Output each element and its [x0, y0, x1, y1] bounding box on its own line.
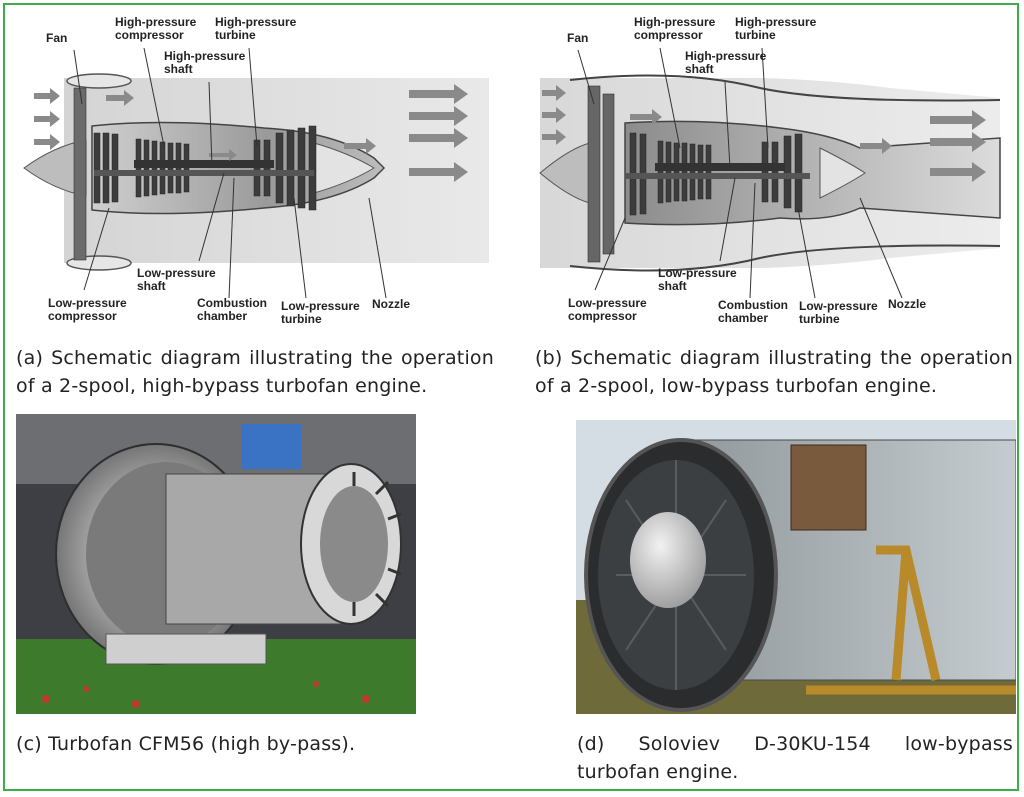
label-combustion-chamber: Combustion	[197, 296, 267, 310]
diagram-a-high-bypass: Fan High-pressure compressor High-pressu…	[14, 8, 504, 333]
caption-b: (b) Schematic diagram illustrating the o…	[535, 347, 1013, 397]
label-lp-shaft-2: shaft	[137, 279, 166, 293]
label-lp-turbine: Low-pressure	[799, 299, 878, 313]
label-hp-shaft: High-pressure	[164, 49, 246, 63]
label-hp-shaft: High-pressure	[685, 49, 767, 63]
lp-shaft	[625, 173, 810, 179]
label-lp-compressor: Low-pressure	[48, 296, 127, 310]
exhaust-cone	[313, 142, 375, 194]
label-hp-shaft-2: shaft	[164, 62, 193, 76]
label-combustion-chamber-2: chamber	[718, 311, 768, 325]
label-lp-turbine-2: turbine	[281, 312, 322, 326]
label-hp-turbine: High-pressure	[215, 15, 297, 29]
label-lp-compressor-2: compressor	[48, 309, 117, 323]
label-lp-shaft: Low-pressure	[658, 266, 737, 280]
hp-shaft	[655, 163, 785, 171]
fan-blades	[587, 85, 615, 263]
figure-frame	[3, 3, 1019, 791]
label-hp-compressor-2: compressor	[115, 28, 184, 42]
flow-arrows	[542, 85, 986, 182]
photo-d-d30ku	[576, 420, 1016, 714]
label-fan: Fan	[567, 31, 588, 45]
flow-arrows	[34, 84, 468, 182]
label-lp-turbine: Low-pressure	[281, 299, 360, 313]
diagram-b-low-bypass: Fan High-pressure compressor High-pressu…	[530, 8, 1010, 333]
label-lp-shaft: Low-pressure	[137, 266, 216, 280]
photo-c-cfm56	[16, 414, 416, 714]
label-combustion-chamber-2: chamber	[197, 309, 247, 323]
hp-shaft	[134, 160, 274, 168]
label-lp-compressor-2: compressor	[568, 309, 637, 323]
label-lp-turbine-2: turbine	[799, 312, 840, 326]
label-hp-turbine-2: turbine	[735, 28, 776, 42]
label-nozzle: Nozzle	[372, 297, 410, 311]
label-hp-shaft-2: shaft	[685, 62, 714, 76]
caption-c: (c) Turbofan CFM56 (high by-pass).	[16, 733, 356, 755]
label-hp-turbine: High-pressure	[735, 15, 817, 29]
label-combustion-chamber: Combustion	[718, 298, 788, 312]
label-fan: Fan	[46, 31, 67, 45]
lp-shaft	[94, 170, 314, 176]
caption-a: (a) Schematic diagram illustrating the o…	[16, 347, 494, 397]
label-hp-compressor: High-pressure	[115, 15, 197, 29]
label-nozzle: Nozzle	[888, 297, 926, 311]
label-lp-shaft-2: shaft	[658, 279, 687, 293]
label-hp-compressor: High-pressure	[634, 15, 716, 29]
spinner	[630, 512, 706, 608]
label-hp-turbine-2: turbine	[215, 28, 256, 42]
caption-d: (d) Soloviev D-30KU-154 low-bypass turbo…	[577, 733, 1013, 783]
fan-blades	[73, 87, 87, 261]
label-lp-compressor: Low-pressure	[568, 296, 647, 310]
exhaust-cone	[819, 147, 866, 199]
label-hp-compressor-2: compressor	[634, 28, 703, 42]
